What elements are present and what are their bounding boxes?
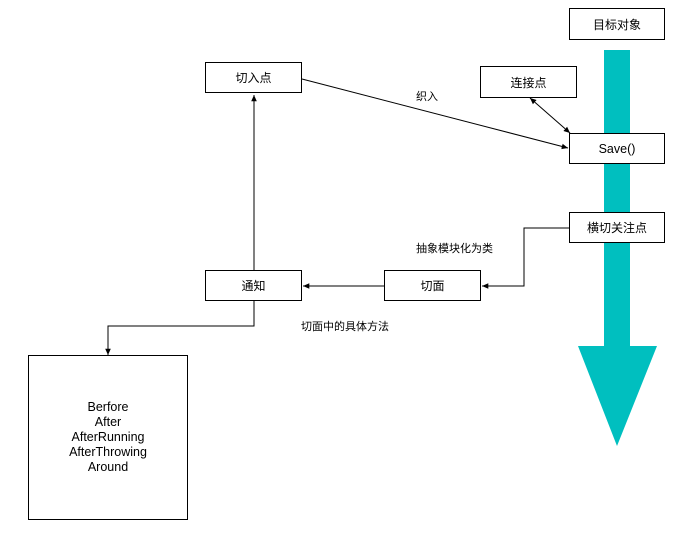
target-object-label: 目标对象 (592, 17, 641, 32)
join-point-label: 连接点 (510, 75, 547, 90)
crosscutting-concern-label: 横切关注点 (586, 221, 647, 235)
execution-flow-arrow (578, 50, 657, 446)
pointcut-to-save-connector (301, 78, 569, 150)
aspect-label: 切面 (420, 279, 445, 293)
pointcut-label: 切入点 (235, 71, 272, 85)
concern-to-aspect-connector (482, 227, 570, 289)
target-object-box: 目标对象 (569, 8, 665, 40)
advice-type-around: Around (87, 460, 129, 474)
join-point-box: 连接点 (480, 66, 577, 98)
weave-label: 织入 (416, 90, 438, 103)
advice-type-after-running: AfterRunning (71, 430, 145, 444)
advice-label: 通知 (241, 279, 266, 293)
advice-types-box: Berfore After AfterRunning AfterThrowing… (28, 355, 188, 520)
save-method-box: Save() (569, 133, 665, 164)
pointcut-box: 切入点 (205, 62, 302, 93)
abstract-label: 抽象模块化为类 (416, 242, 493, 255)
save-joinpoint-connector (529, 97, 571, 134)
aspect-method-label: 切面中的具体方法 (301, 320, 389, 333)
advice-type-after: After (94, 415, 122, 429)
advice-box: 通知 (205, 270, 302, 301)
advice-type-before: Berfore (87, 400, 129, 414)
save-method-label: Save() (598, 141, 636, 156)
crosscutting-concern-box: 横切关注点 (569, 212, 665, 243)
aspect-box: 切面 (384, 270, 481, 301)
advice-type-after-throwing: AfterThrowing (69, 445, 147, 459)
advice-to-types-connector (105, 301, 255, 355)
